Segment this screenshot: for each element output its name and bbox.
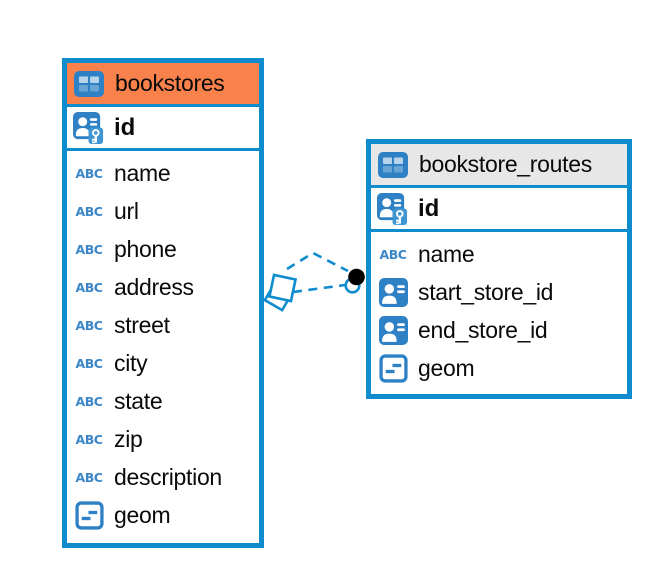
- column-name: phone: [114, 235, 177, 262]
- primary-key-row[interactable]: id: [371, 188, 627, 232]
- column-name: zip: [114, 425, 143, 452]
- text-icon: ABC: [75, 393, 103, 409]
- column-row[interactable]: ABC name: [371, 235, 627, 273]
- text-icon: ABC: [75, 165, 103, 181]
- geometry-icon: [72, 500, 106, 530]
- column-name: start_store_id: [418, 278, 554, 305]
- column-name: street: [114, 311, 170, 338]
- column-name: geom: [418, 354, 475, 381]
- text-icon: ABC: [75, 355, 103, 371]
- column-row[interactable]: ABC state: [67, 382, 259, 420]
- column-row[interactable]: ABC street: [67, 306, 259, 344]
- column-name: name: [418, 240, 475, 267]
- table-header[interactable]: bookstores: [67, 63, 259, 107]
- column-row[interactable]: ABC city: [67, 344, 259, 382]
- column-row[interactable]: ABC address: [67, 268, 259, 306]
- column-row[interactable]: ABC zip: [67, 420, 259, 458]
- table-header[interactable]: bookstore_routes: [371, 144, 627, 188]
- table-icon: [72, 70, 106, 97]
- column-row[interactable]: start_store_id: [371, 273, 627, 311]
- column-name: state: [114, 387, 163, 414]
- relation-line-upper: [286, 251, 349, 273]
- column-row[interactable]: geom: [67, 496, 259, 534]
- table-name: bookstores: [115, 70, 225, 96]
- relationship-lines[interactable]: [286, 251, 349, 294]
- primary-key-icon: [376, 192, 410, 226]
- reference-icon: [376, 277, 410, 307]
- column-row[interactable]: end_store_id: [371, 311, 627, 349]
- text-icon: ABC: [75, 203, 103, 219]
- primary-key-name: id: [418, 194, 440, 222]
- column-name: geom: [114, 501, 171, 528]
- primary-key-icon: [72, 111, 106, 145]
- primary-key-name: id: [114, 113, 136, 141]
- table-node-bookstore_routes[interactable]: bookstore_routes id ABC name start_store_i…: [366, 139, 632, 399]
- column-name: url: [114, 197, 139, 224]
- column-name: end_store_id: [418, 316, 548, 343]
- column-row[interactable]: ABC phone: [67, 230, 259, 268]
- text-icon: ABC: [75, 469, 103, 485]
- column-row[interactable]: geom: [371, 349, 627, 387]
- relation-line-lower: [292, 283, 346, 294]
- table-icon: [376, 151, 410, 178]
- reference-icon: [376, 315, 410, 345]
- table-name: bookstore_routes: [419, 151, 592, 177]
- column-row[interactable]: ABC name: [67, 154, 259, 192]
- text-icon: ABC: [75, 431, 103, 447]
- column-name: name: [114, 159, 171, 186]
- text-icon: ABC: [75, 241, 103, 257]
- text-icon: ABC: [379, 246, 407, 262]
- primary-key-row[interactable]: id: [67, 107, 259, 151]
- geometry-icon: [376, 353, 410, 383]
- text-icon: ABC: [75, 279, 103, 295]
- column-row[interactable]: ABC description: [67, 458, 259, 496]
- text-icon: ABC: [75, 317, 103, 333]
- column-row[interactable]: ABC url: [67, 192, 259, 230]
- column-name: description: [114, 463, 222, 490]
- relation-source-diamond-marker[interactable]: [263, 273, 298, 312]
- relation-target-dot-marker[interactable]: [344, 268, 365, 294]
- column-name: address: [114, 273, 194, 300]
- column-name: city: [114, 349, 148, 376]
